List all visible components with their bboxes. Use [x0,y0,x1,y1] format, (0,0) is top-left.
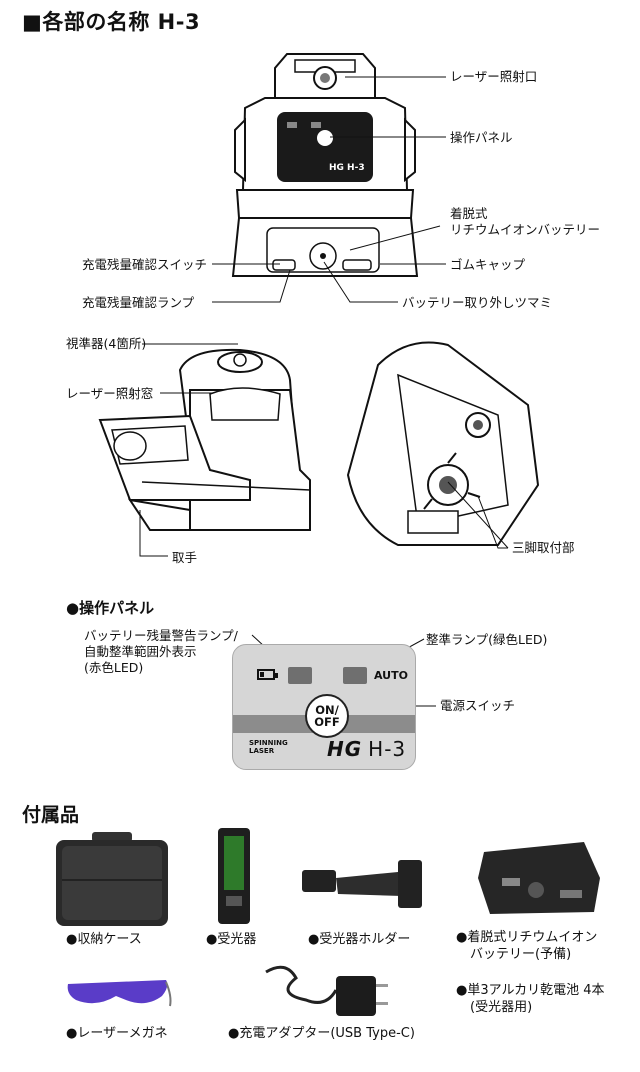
label-control-panel: 操作パネル [450,130,513,145]
label-sight: 視準器(4箇所) [66,336,147,351]
receiver-holder-image [302,860,422,908]
leader-lines-top [212,76,446,303]
label-rubber-cap: ゴムキャップ [450,257,526,272]
brand-text: SPINNING LASER [249,739,288,755]
label-level-lamp: 整準ランプ(緑色LED) [426,632,548,647]
label-receiver-holder: ●受光器ホルダー [308,932,411,947]
label-adapter: ●充電アダプター(USB Type-C) [228,1026,415,1041]
leader-lines-middle [139,343,509,557]
label-power-switch: 電源スイッチ [440,698,516,713]
label-battery-line2: リチウムイオンバッテリー [450,222,601,237]
model-h3: H-3 [368,737,407,761]
battery-icon [257,669,278,680]
page-title: ■各部の名称 H-3 [22,10,201,34]
label-laser-exit: レーザー照射口 [450,69,538,84]
label-battery-knob: バッテリー取り外しツマミ [402,295,553,310]
battery-warning-lamp [288,667,312,684]
label-battery-warning-line3: (赤色LED) [84,660,144,675]
label-glasses: ●レーザーメガネ [66,1026,168,1041]
label-handle: 取手 [172,550,198,565]
laser-glasses-image [67,980,172,1007]
device-perspective-illustration [98,348,311,531]
spare-battery-image [478,842,600,914]
svg-text:HG H-3: HG H-3 [329,163,365,173]
level-lamp [343,667,367,684]
label-battery-warning-line1: バッテリー残量警告ランプ/ [84,628,238,643]
label-aa-line1: ●単3アルカリ乾電池 4本 [456,983,605,998]
off-text: OFF [314,715,340,729]
power-button[interactable]: ON/ OFF [305,694,349,738]
label-tripod-mount: 三脚取付部 [512,540,575,555]
accessories-heading: 付属品 [22,804,80,826]
model-hg: HG [327,737,363,761]
device-bottom-illustration [346,341,540,546]
label-battery-warning-line2: 自動整準範囲外表示 [84,644,197,659]
auto-text: AUTO [374,669,408,682]
label-spare-battery-line1: ●着脱式リチウムイオン [456,930,598,945]
brand-line1: SPINNING [249,739,288,747]
label-battery-line1: 着脱式 [450,206,488,221]
label-check-switch: 充電残量確認スイッチ [82,257,208,272]
label-laser-window: レーザー照射窓 [66,386,154,401]
label-check-lamp: 充電残量確認ランプ [82,295,195,310]
on-text: ON/ [315,703,339,717]
label-aa-line2: (受光器用) [470,1000,533,1015]
charging-adapter-image [265,965,388,1016]
device-front-illustration: HG H-3 [231,53,419,277]
panel-heading: ●操作パネル [66,599,155,617]
label-case: ●収納ケース [66,932,142,947]
receiver-image [218,828,250,924]
label-spare-battery-line2: バッテリー(予備) [470,947,572,962]
brand-line2: LASER [249,747,275,755]
case-image [56,832,168,926]
label-receiver: ●受光器 [206,932,257,947]
